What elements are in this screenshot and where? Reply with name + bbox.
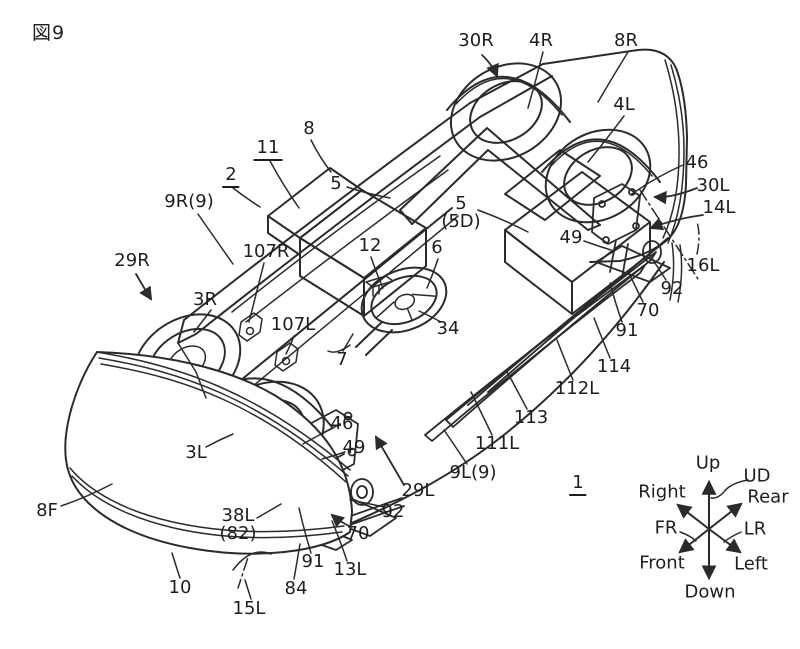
compass-label-ud: UD (743, 465, 771, 487)
ref-label-114: 114 (596, 356, 632, 377)
ref-label-111l: 111L (474, 433, 520, 454)
ref-label-9r9: 9R(9) (164, 191, 214, 212)
ref-label-38l: 38L(82) (219, 505, 257, 544)
ref-label-91: 91 (615, 320, 639, 341)
ref-label-30l: 30L (696, 175, 730, 196)
ref-label-91: 91 (301, 551, 325, 572)
ref-label-11: 11 (253, 139, 283, 161)
ref-label-107l: 107L (270, 314, 316, 335)
ref-label-49: 49 (559, 227, 583, 248)
ref-label-84: 84 (284, 578, 308, 599)
steering-wheel (327, 266, 448, 356)
ref-label-4r: 4R (529, 30, 553, 51)
ref-label-8f: 8F (36, 500, 58, 521)
ref-label-92: 92 (381, 501, 405, 522)
compass-label-front: Front (639, 552, 685, 574)
kingpin-axis-rear (639, 189, 701, 283)
ref-label-46: 46 (685, 152, 709, 173)
ref-label-34: 34 (436, 318, 460, 339)
ref-label-5: 5 (330, 173, 342, 194)
ref-label-49: 49 (342, 437, 366, 458)
ref-label-112l: 112L (554, 378, 600, 399)
ref-label-46: 46 (330, 413, 354, 434)
ref-label-15l: 15L (232, 598, 266, 619)
ref-label-3l: 3L (185, 442, 207, 463)
ref-label-70: 70 (636, 300, 660, 321)
figure-title: 図9 (32, 22, 66, 44)
ref-label-12: 12 (358, 235, 382, 256)
ref-label-29r: 29R (114, 250, 150, 271)
ref-label-7: 7 (336, 349, 348, 370)
ref-label-4l: 4L (613, 94, 635, 115)
ref-label-70: 70 (346, 523, 370, 544)
ref-label-14l: 14L (702, 197, 736, 218)
ref-label-6: 6 (431, 237, 443, 258)
compass-label-fr: FR (654, 517, 678, 539)
leader-lines (60, 51, 700, 600)
ref-label-9l9: 9L(9) (449, 462, 497, 483)
ref-label-13l: 13L (333, 559, 367, 580)
compass-label-right: Right (638, 481, 686, 503)
ref-label-16l: 16L (686, 255, 720, 276)
ref-label-113: 113 (513, 407, 549, 428)
rear-suspension (591, 183, 701, 283)
ref-label-1: 1 (569, 474, 587, 496)
ref-label-29l: 29L (401, 480, 435, 501)
ref-label-92: 92 (660, 278, 684, 299)
compass-label-rear: Rear (747, 486, 789, 508)
ref-label-30r: 30R (458, 30, 494, 51)
ref-label-10: 10 (168, 577, 192, 598)
compass-label-left: Left (734, 553, 768, 575)
rear-left-wheel (544, 128, 652, 224)
compass-label-lr: LR (743, 518, 767, 540)
arrow-leaders (135, 54, 704, 528)
compass-label-down: Down (684, 581, 736, 603)
front-bumper (64, 342, 353, 571)
ref-label-2: 2 (222, 166, 240, 188)
ref-label-107r: 107R (242, 241, 290, 262)
ref-label-8r: 8R (614, 30, 638, 51)
ref-label-8: 8 (303, 118, 315, 139)
direction-compass (676, 479, 749, 581)
ref-label-3r: 3R (193, 289, 217, 310)
rear-body-panel (542, 48, 688, 303)
compass-label-up: Up (695, 452, 721, 474)
ref-label-5: 5(5D) (441, 193, 481, 232)
